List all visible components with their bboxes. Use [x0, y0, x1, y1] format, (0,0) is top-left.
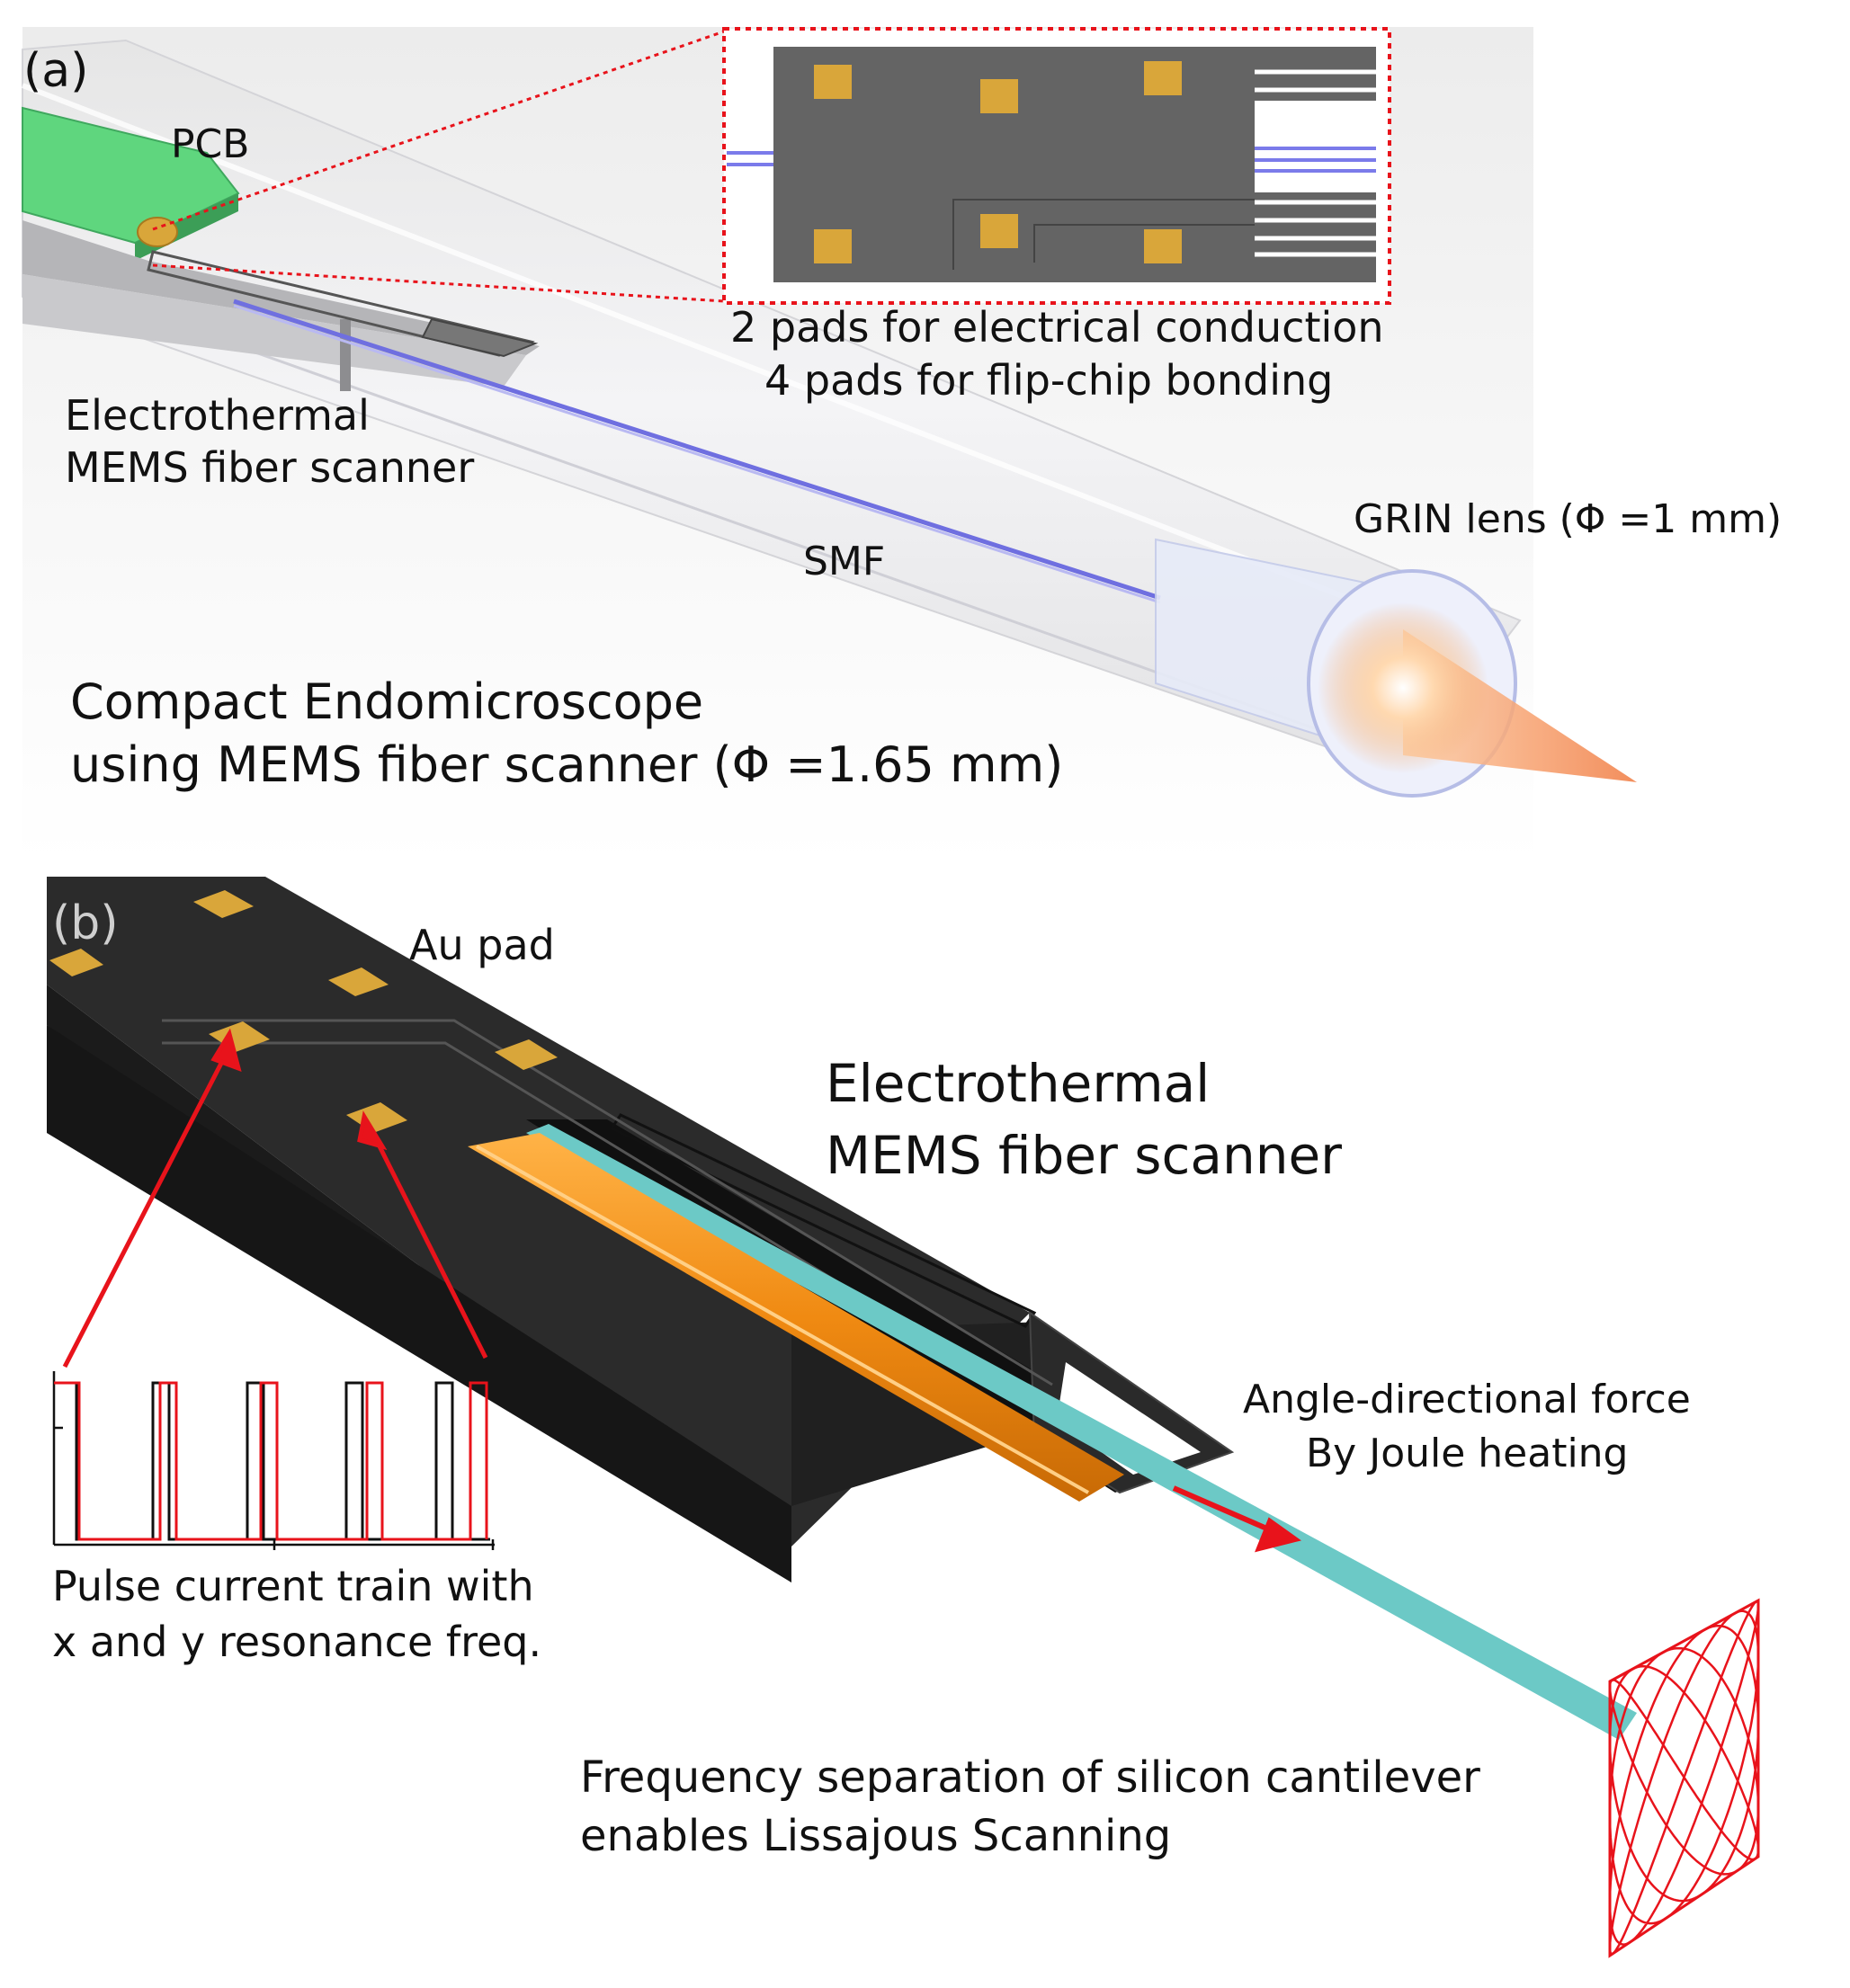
panel-b-label: (b) — [52, 896, 119, 950]
panel-a-label: (a) — [23, 44, 89, 98]
pcb-label: PCB — [171, 121, 250, 167]
au-pads — [49, 890, 558, 1133]
scanner-label-b-line2: MEMS fiber scanner — [826, 1125, 1342, 1186]
joule-heater — [468, 1133, 1124, 1502]
force-label-line1: Angle-directional force — [1243, 1377, 1691, 1422]
panel-b-drawing — [47, 877, 1760, 1958]
panel-a-title-line2: using MEMS fiber scanner (Φ =1.65 mm) — [70, 736, 1064, 793]
freq-label-line1: Frequency separation of silicon cantilev… — [580, 1752, 1480, 1803]
smf-label: SMF — [803, 539, 886, 584]
scanner-label-a-line1: Electrothermal — [65, 391, 370, 440]
panel-a-title-line1: Compact Endomicroscope — [70, 673, 704, 730]
fiber-cyan — [526, 1124, 1637, 1740]
smf-fiber — [233, 299, 1161, 601]
pulse-label-line1: Pulse current train with — [52, 1562, 534, 1610]
pulse-train-chart-icon — [52, 1371, 495, 1550]
grin-lens-label: GRIN lens (Φ =1 mm) — [1354, 496, 1783, 542]
scanner-label-a-line2: MEMS fiber scanner — [65, 443, 475, 492]
force-label-line2: By Joule heating — [1306, 1431, 1629, 1476]
light-glow — [1318, 602, 1488, 773]
panel-a-drawing — [21, 27, 1637, 798]
au-pad-label: Au pad — [409, 921, 555, 969]
pulse-label-line2: x and y resonance freq. — [52, 1618, 542, 1666]
scanner-holder — [22, 220, 540, 355]
inset-caption-line2: 4 pads for flip-chip bonding — [764, 356, 1334, 405]
scanner-label-b-line1: Electrothermal — [826, 1053, 1211, 1114]
freq-label-line2: enables Lissajous Scanning — [580, 1811, 1172, 1861]
inset-caption-line1: 2 pads for electrical conduction — [730, 303, 1384, 352]
inset-pads — [814, 61, 1182, 263]
lissajous-pattern-icon — [1608, 1598, 1760, 1958]
